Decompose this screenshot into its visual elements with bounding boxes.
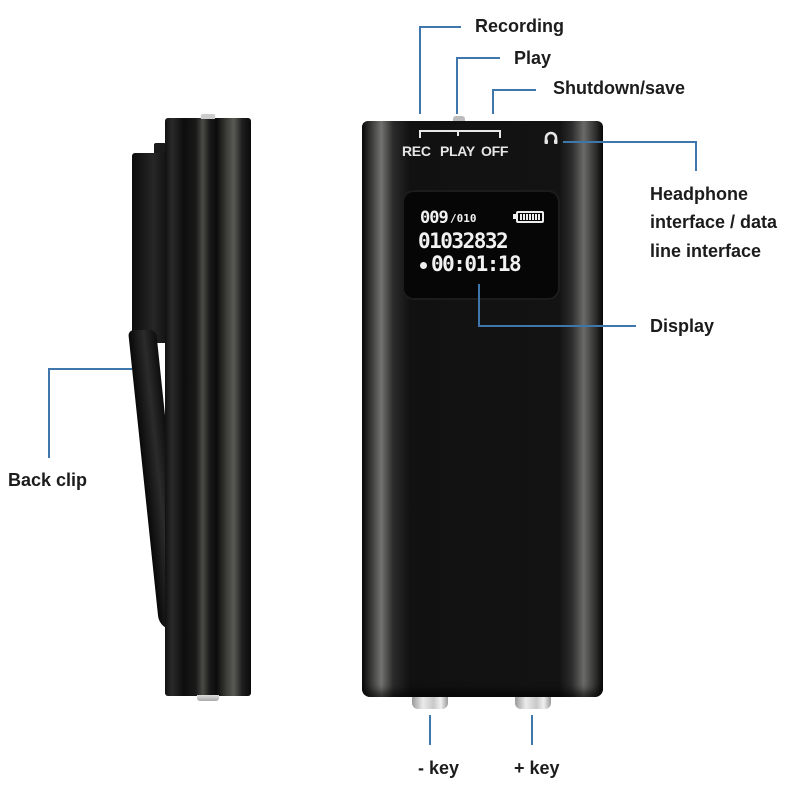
display-content: 009 /010 01032832 00:01:18 xyxy=(418,208,548,284)
recorder-side-view xyxy=(165,118,251,696)
plus-key-callout-line xyxy=(531,715,533,745)
elapsed-time: 00:01:18 xyxy=(431,252,522,276)
back-clip-callout-line xyxy=(48,368,132,370)
file-counter-total: /010 xyxy=(450,212,477,225)
battery-tip xyxy=(513,214,516,219)
recording-callout-line-vertical xyxy=(419,26,421,114)
plus-key[interactable] xyxy=(515,697,551,709)
headphone-icon xyxy=(544,131,558,144)
back-clip-tab xyxy=(154,143,166,155)
shutdown-callout-line xyxy=(492,89,536,91)
side-bottom-key xyxy=(197,695,219,701)
back-clip-upper xyxy=(132,153,168,343)
minus-key[interactable] xyxy=(412,697,448,709)
off-button-label: OFF xyxy=(481,143,509,159)
shutdown-save-label: Shutdown/save xyxy=(553,78,686,98)
play-callout-line xyxy=(456,57,500,59)
play-label: Play xyxy=(514,48,552,68)
battery-full-icon xyxy=(516,211,544,223)
minus-key-label: - key xyxy=(418,758,460,778)
rec-button-label: REC xyxy=(402,143,431,159)
display-screen xyxy=(404,192,558,298)
play-button-label: PLAY xyxy=(440,143,475,159)
record-dot-icon xyxy=(420,262,427,269)
plus-key-label: + key xyxy=(514,758,560,778)
shutdown-callout-line-vertical xyxy=(492,89,494,114)
minus-key-callout-line xyxy=(429,715,431,745)
display-callout-line xyxy=(478,325,636,327)
date-code: 01032832 xyxy=(418,229,509,253)
bracket-center-tick xyxy=(457,130,459,136)
headphone-callout-line-vertical xyxy=(695,141,697,171)
button-bracket xyxy=(419,130,501,138)
back-clip-label: Back clip xyxy=(8,470,88,490)
display-callout-line-vertical xyxy=(478,284,480,326)
file-counter-current: 009 xyxy=(420,208,449,228)
headphone-label-line2: interface / data xyxy=(650,212,778,232)
recording-callout-line xyxy=(419,26,461,28)
headphone-label-line3: line interface xyxy=(650,241,762,261)
display-label: Display xyxy=(650,316,715,336)
headphone-callout-line xyxy=(563,141,697,143)
recording-label: Recording xyxy=(475,16,565,36)
top-buttons xyxy=(453,116,465,122)
back-clip-callout-line-vertical xyxy=(48,368,50,458)
play-callout-line-vertical xyxy=(456,57,458,114)
side-top-button xyxy=(201,114,215,119)
headphone-label-line1: Headphone xyxy=(650,184,749,204)
